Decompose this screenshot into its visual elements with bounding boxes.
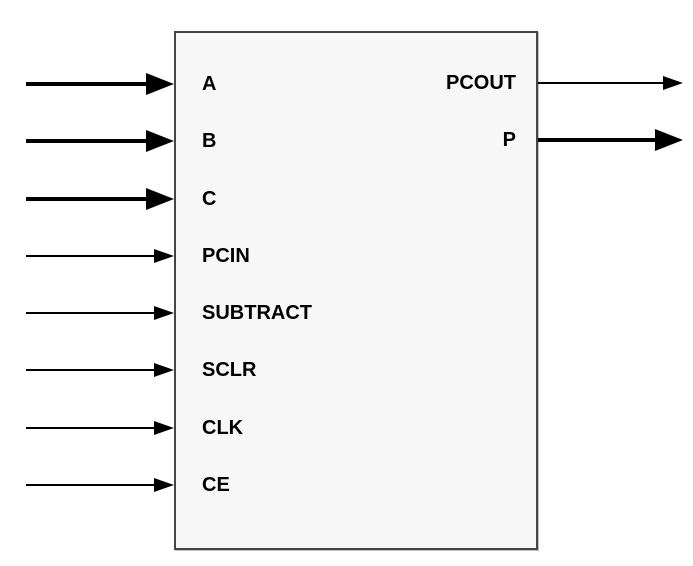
arrowhead-icon	[154, 478, 174, 492]
input-port-label-ce: CE	[202, 474, 230, 496]
input-port-label-subtract: SUBTRACT	[202, 302, 312, 324]
input-arrow-a	[26, 72, 174, 96]
input-port-label-c: C	[202, 188, 217, 210]
output-port-label-pcout: PCOUT	[446, 72, 516, 94]
arrow-shaft	[26, 312, 154, 314]
arrowhead-icon	[154, 249, 174, 263]
input-arrow-pcin	[26, 244, 174, 268]
arrow-shaft	[538, 82, 663, 84]
input-arrow-clk	[26, 416, 174, 440]
input-arrow-b	[26, 129, 174, 153]
arrow-shaft	[26, 255, 154, 257]
input-port-label-b: B	[202, 130, 217, 152]
component-block	[174, 31, 538, 550]
input-port-label-pcin: PCIN	[202, 245, 250, 267]
input-port-label-sclr: SCLR	[202, 359, 257, 381]
arrowhead-icon	[146, 130, 174, 152]
arrowhead-icon	[154, 363, 174, 377]
arrow-shaft	[538, 138, 655, 142]
arrow-shaft	[26, 82, 146, 86]
input-arrow-ce	[26, 473, 174, 497]
output-arrow-p	[538, 128, 683, 152]
arrowhead-icon	[154, 306, 174, 320]
input-port-label-clk: CLK	[202, 417, 244, 439]
arrowhead-icon	[154, 421, 174, 435]
output-arrow-pcout	[538, 71, 683, 95]
input-arrow-subtract	[26, 301, 174, 325]
arrowhead-icon	[655, 129, 683, 151]
output-port-label-p: P	[502, 129, 516, 151]
arrowhead-icon	[146, 188, 174, 210]
arrowhead-icon	[663, 76, 683, 90]
arrow-shaft	[26, 197, 146, 201]
input-arrow-sclr	[26, 358, 174, 382]
input-arrow-c	[26, 187, 174, 211]
arrow-shaft	[26, 369, 154, 371]
input-port-label-a: A	[202, 73, 217, 95]
arrow-shaft	[26, 484, 154, 486]
arrow-shaft	[26, 427, 154, 429]
arrow-shaft	[26, 139, 146, 143]
arrowhead-icon	[146, 73, 174, 95]
